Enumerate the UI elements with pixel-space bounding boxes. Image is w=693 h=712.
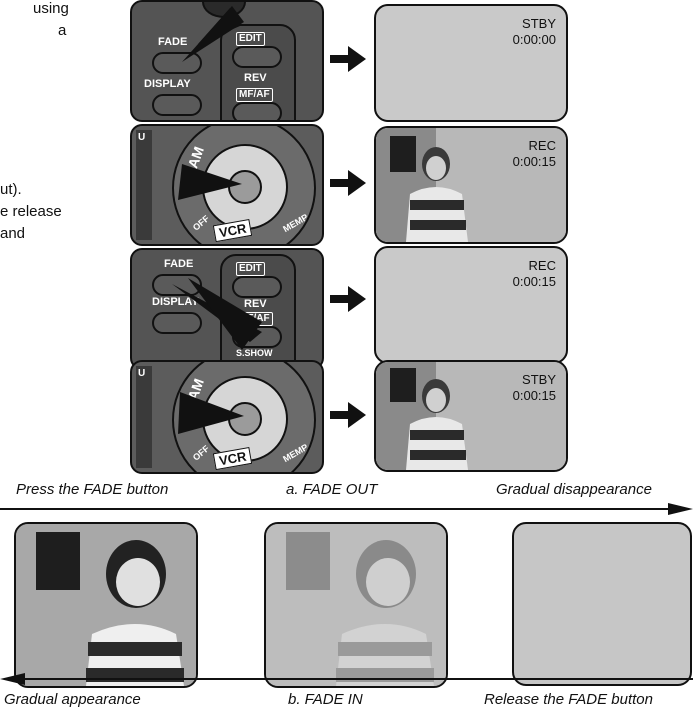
dial-panel-2: U CAM VCR OFF MEMP (130, 124, 324, 246)
fade-out-right-caption: Gradual disappearance (496, 481, 652, 498)
video-frame-image (16, 524, 196, 686)
mfaf-label: MF/AF (236, 88, 273, 102)
fade-in-left-caption: Gradual appearance (4, 691, 141, 708)
fade-label: FADE (158, 36, 188, 48)
right-arrow-icon (330, 46, 366, 72)
fade-button[interactable] (152, 52, 202, 74)
control-panel-3: FADE DISPLAY EDIT REV MF/AF S.SHOW (130, 248, 324, 370)
fade-in-frame-partial (264, 522, 448, 688)
time-text: 0:00:15 (512, 388, 556, 403)
text-fragment-and: and (0, 225, 26, 242)
fade-in-title: b. FADE IN (288, 691, 363, 708)
text-fragment-ut: ut). (0, 181, 22, 198)
edit-label: EDIT (236, 262, 265, 276)
fade-in-right-caption: Release the FADE button (484, 691, 653, 708)
edit-button[interactable] (232, 276, 282, 298)
screen-readout: REC 0:00:15 (513, 258, 556, 290)
pointer-arrow-icon (178, 392, 244, 434)
edit-label: EDIT (236, 32, 265, 46)
video-frame-image (266, 524, 446, 686)
mode-text: STBY (522, 372, 556, 387)
rev-label: REV (244, 298, 267, 310)
video-frame-image (376, 128, 566, 242)
sshow-label: S.SHOW (236, 348, 273, 358)
dial-panel-4: U CAM VCR OFF MEMP (130, 360, 324, 474)
pointer-arrow-icon (178, 164, 242, 200)
fade-out-title: a. FADE OUT (286, 481, 378, 498)
u-label: U (138, 368, 146, 379)
screen-readout: REC 0:00:15 (513, 138, 556, 170)
fade-in-timeline-arrow-icon (0, 673, 693, 685)
pointer-arrow-icon (182, 6, 244, 62)
right-arrow-icon (330, 286, 366, 312)
screen-readout: STBY 0:00:00 (513, 16, 556, 48)
dial-center (228, 170, 262, 204)
fade-label: FADE (164, 258, 194, 270)
text-fragment-release: e release (0, 203, 62, 220)
fade-out-timeline-arrow-icon (0, 503, 693, 515)
mode-text: REC (528, 138, 556, 153)
control-panel-1: FADE DISPLAY EDIT REV MF/AF (130, 0, 324, 122)
text-fragment-a: a (58, 22, 67, 39)
rev-label: REV (244, 72, 267, 84)
display-label: DISPLAY (152, 296, 199, 308)
display-button[interactable] (152, 312, 202, 334)
time-text: 0:00:00 (512, 32, 556, 47)
screen-4: STBY 0:00:15 (374, 360, 568, 472)
text-fragment-using: using (33, 0, 69, 17)
display-label: DISPLAY (144, 78, 191, 90)
fade-in-frame-full (14, 522, 198, 688)
video-frame-image (376, 362, 566, 470)
fade-in-frame-blank (512, 522, 692, 686)
right-arrow-icon (330, 402, 366, 428)
edit-button[interactable] (232, 46, 282, 68)
u-label: U (138, 132, 146, 143)
mfaf-button[interactable] (232, 102, 282, 120)
mode-text: STBY (522, 16, 556, 31)
fade-out-left-caption: Press the FADE button (16, 481, 169, 498)
display-button[interactable] (152, 94, 202, 116)
screen-readout: STBY 0:00:15 (513, 372, 556, 404)
mode-text: REC (528, 258, 556, 273)
right-arrow-icon (330, 170, 366, 196)
screen-2: REC 0:00:15 (374, 126, 568, 244)
screen-3: REC 0:00:15 (374, 246, 568, 364)
time-text: 0:00:15 (512, 154, 556, 169)
pointer-arrow-icon (172, 278, 262, 350)
screen-1: STBY 0:00:00 (374, 4, 568, 122)
time-text: 0:00:15 (512, 274, 556, 289)
